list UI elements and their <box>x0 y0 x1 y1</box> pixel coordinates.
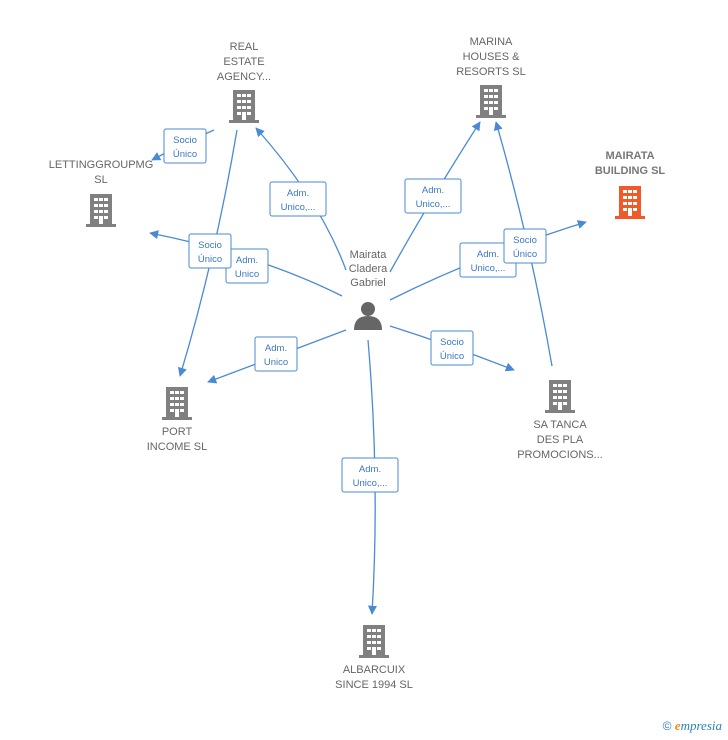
company-node-mairata-building[interactable]: MAIRATA BUILDING SL <box>595 150 666 219</box>
company-label-line: PROMOCIONS... <box>517 449 603 461</box>
edge-labels-layer: Adm. Unico,... Adm. Unico,... Adm. Unico… <box>163 128 547 493</box>
edge-label-line: Socio <box>198 240 222 251</box>
edge-label-line: Socio <box>173 135 197 146</box>
edge-label-marina: Adm. Unico,... <box>404 178 462 214</box>
edges-layer <box>149 121 587 615</box>
edge-label-real-estate-port-income: Socio Único <box>188 233 232 269</box>
edge-label-line: Adm. <box>287 188 309 199</box>
company-label-line: SA TANCA <box>533 419 587 431</box>
person-name-line: Mairata <box>350 249 388 261</box>
company-node-lettinggroup[interactable]: LETTINGGROUPMG SL <box>49 159 154 227</box>
edge-label-line: Socio <box>440 337 464 348</box>
company-node-albarcuix[interactable]: ALBARCUIX SINCE 1994 SL <box>335 625 413 691</box>
edge-label-mairata-building: Adm. Unico,... <box>459 242 517 278</box>
company-label-line: RESORTS SL <box>456 66 526 78</box>
copyright-symbol: © <box>662 719 672 733</box>
brand-name: mpresia <box>680 718 722 733</box>
edge-label-line: Adm. <box>422 185 444 196</box>
brand-mark: e <box>674 718 681 733</box>
company-label-line: HOUSES & <box>463 51 521 63</box>
building-icon <box>86 194 116 227</box>
edge-label-line: Adm. <box>265 343 287 354</box>
company-label-line: MAIRATA <box>605 150 654 162</box>
company-label-line: LETTINGGROUPMG <box>49 159 154 171</box>
building-icon <box>359 625 389 658</box>
building-icon <box>476 85 506 118</box>
edge-label-line: Unico,... <box>416 199 451 210</box>
edge-label-sa-tanca-marina: Socio Único <box>503 228 547 264</box>
edge-label-line: Unico,... <box>471 263 506 274</box>
edge-label-line: Unico,... <box>281 202 316 213</box>
company-label-line: ESTATE <box>223 56 264 68</box>
company-label-line: ALBARCUIX <box>343 664 406 676</box>
edge-label-real-estate: Adm. Unico,... <box>269 181 327 217</box>
company-label-line: MARINA <box>470 36 513 48</box>
edge-label-line: Adm. <box>477 249 499 260</box>
edge-label-line: Único <box>440 351 464 362</box>
edge-label-line: Único <box>198 254 222 265</box>
edge-label-line: Adm. <box>236 255 258 266</box>
person-node[interactable]: Mairata Cladera Gabriel <box>349 249 388 330</box>
person-icon <box>354 302 382 330</box>
edge-label-line: Único <box>173 149 197 160</box>
edge-label-line: Unico,... <box>353 478 388 489</box>
edge-label-lettinggroup: Adm. Unico <box>225 248 269 284</box>
edge-label-sa-tanca: Socio Único <box>430 330 474 366</box>
company-label-line: BUILDING SL <box>595 165 666 177</box>
company-label-line: DES PLA <box>537 434 584 446</box>
edge-label-line: Unico <box>264 357 288 368</box>
edge-label-port-income: Adm. Unico <box>254 336 298 372</box>
edge-label-line: Unico <box>235 269 259 280</box>
brand-footer[interactable]: © empresia <box>663 718 722 734</box>
edge-label-albarcuix: Adm. Unico,... <box>341 457 399 493</box>
edge-label-line: Socio <box>513 235 537 246</box>
company-node-sa-tanca[interactable]: SA TANCA DES PLA PROMOCIONS... <box>517 380 603 461</box>
company-label-line: AGENCY... <box>217 71 271 83</box>
edge-label-line: Adm. <box>359 464 381 475</box>
edge-label-line: Único <box>513 249 537 260</box>
building-icon <box>162 387 192 420</box>
building-icon <box>545 380 575 413</box>
edge-label-real-estate-lettinggroup: Socio Único <box>163 128 207 164</box>
building-icon <box>615 186 645 219</box>
company-node-real-estate[interactable]: REAL ESTATE AGENCY... <box>217 41 271 123</box>
company-label-line: INCOME SL <box>147 441 208 453</box>
company-label-line: PORT <box>162 426 193 438</box>
company-label-line: SINCE 1994 SL <box>335 679 413 691</box>
person-name-line: Gabriel <box>350 277 385 289</box>
person-name-line: Cladera <box>349 263 388 275</box>
company-node-marina[interactable]: MARINA HOUSES & RESORTS SL <box>456 36 526 118</box>
company-node-port-income[interactable]: PORT INCOME SL <box>147 387 208 453</box>
company-label-line: REAL <box>230 41 259 53</box>
building-icon <box>229 90 259 123</box>
company-label-line: SL <box>94 174 107 186</box>
brand-logo: empresia <box>675 718 722 733</box>
